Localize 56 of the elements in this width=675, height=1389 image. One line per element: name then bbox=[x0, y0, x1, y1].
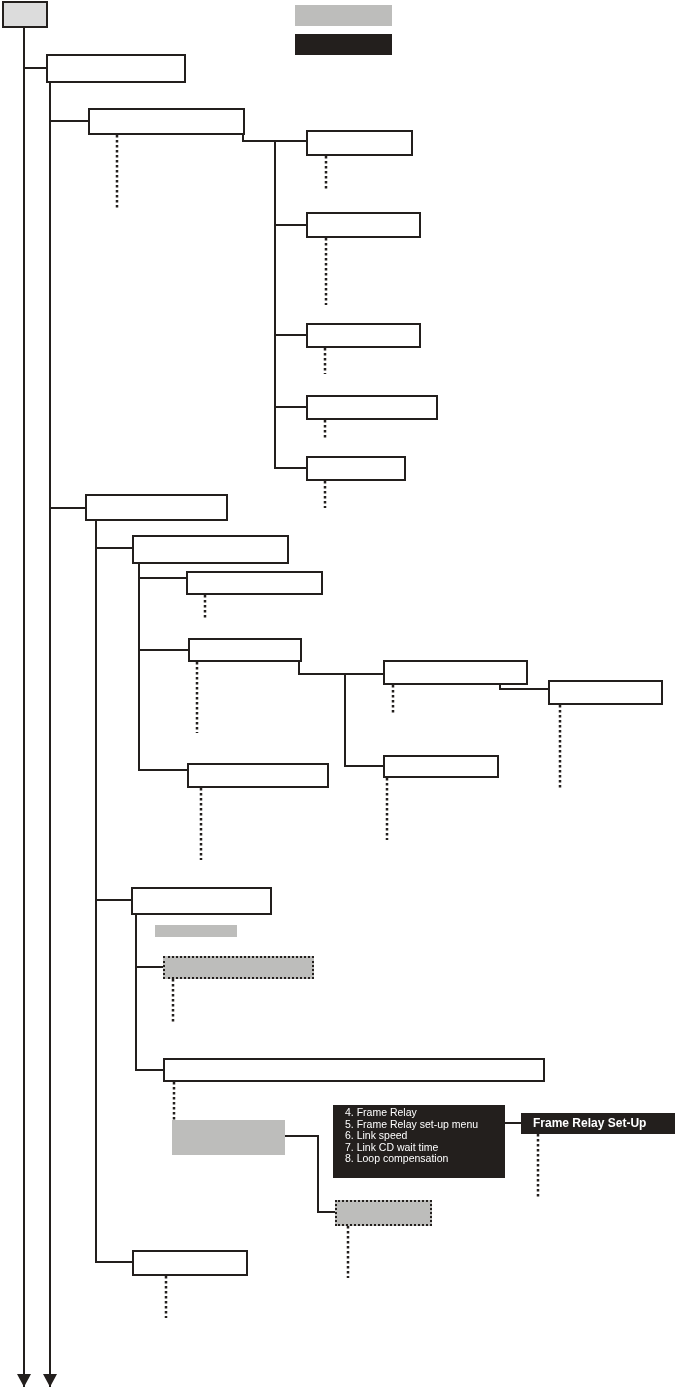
dotted-line bbox=[346, 1226, 350, 1278]
dotted-line bbox=[199, 788, 203, 860]
dotted-line bbox=[323, 420, 327, 438]
outlined-box bbox=[306, 456, 406, 481]
outlined-box bbox=[186, 571, 323, 595]
outlined-box bbox=[383, 660, 528, 685]
dotted-line bbox=[385, 778, 389, 840]
legend-swatch bbox=[295, 34, 392, 55]
connector-line bbox=[135, 914, 164, 1071]
outlined-box bbox=[46, 54, 186, 83]
dotted-line bbox=[536, 1134, 540, 1197]
menu-option: 4. Frame Relay bbox=[345, 1107, 505, 1119]
menu-option: 5. Frame Relay set-up menu bbox=[345, 1118, 505, 1130]
connector-line bbox=[298, 661, 384, 767]
menu-option: 7. Link CD wait time bbox=[345, 1141, 505, 1153]
dotted-line bbox=[323, 348, 327, 374]
outlined-box bbox=[187, 763, 329, 788]
menu-panel bbox=[333, 1105, 505, 1178]
outlined-box bbox=[548, 680, 663, 705]
dotted-line bbox=[324, 238, 328, 305]
title-bar bbox=[521, 1113, 675, 1134]
connector-line bbox=[284, 1135, 336, 1213]
menu-option: 6. Link speed bbox=[345, 1130, 505, 1142]
root-box bbox=[2, 1, 48, 28]
dotted-shaded-box bbox=[163, 956, 314, 979]
dotted-line bbox=[391, 685, 395, 714]
menu-title: Frame Relay Set-Up bbox=[532, 1115, 648, 1132]
outlined-box bbox=[85, 494, 228, 521]
dotted-line bbox=[323, 481, 327, 508]
connector-line bbox=[138, 563, 188, 771]
dotted-line bbox=[558, 705, 562, 788]
outlined-box bbox=[132, 1250, 248, 1276]
dotted-line bbox=[203, 595, 207, 618]
outlined-box bbox=[88, 108, 245, 135]
dotted-shaded-box bbox=[335, 1200, 432, 1226]
shaded-box bbox=[155, 925, 237, 937]
legend-swatch bbox=[295, 5, 392, 26]
dotted-line bbox=[324, 156, 328, 190]
dotted-line bbox=[171, 979, 175, 1024]
outlined-box bbox=[306, 130, 413, 156]
dotted-line bbox=[195, 662, 199, 733]
dotted-line bbox=[164, 1276, 168, 1318]
connector-line bbox=[504, 1122, 522, 1124]
outlined-box bbox=[163, 1058, 545, 1082]
outlined-box bbox=[132, 535, 289, 564]
outlined-box bbox=[306, 212, 421, 238]
dotted-line bbox=[172, 1082, 176, 1120]
outlined-box bbox=[306, 395, 438, 420]
shaded-box bbox=[172, 1120, 285, 1155]
outlined-box bbox=[306, 323, 421, 348]
connector-line bbox=[499, 684, 549, 690]
outlined-box bbox=[383, 755, 499, 778]
outlined-box bbox=[188, 638, 302, 662]
dotted-line bbox=[115, 135, 119, 210]
outlined-box bbox=[131, 887, 272, 915]
menu-option: 8. Loop compensation bbox=[345, 1153, 505, 1165]
